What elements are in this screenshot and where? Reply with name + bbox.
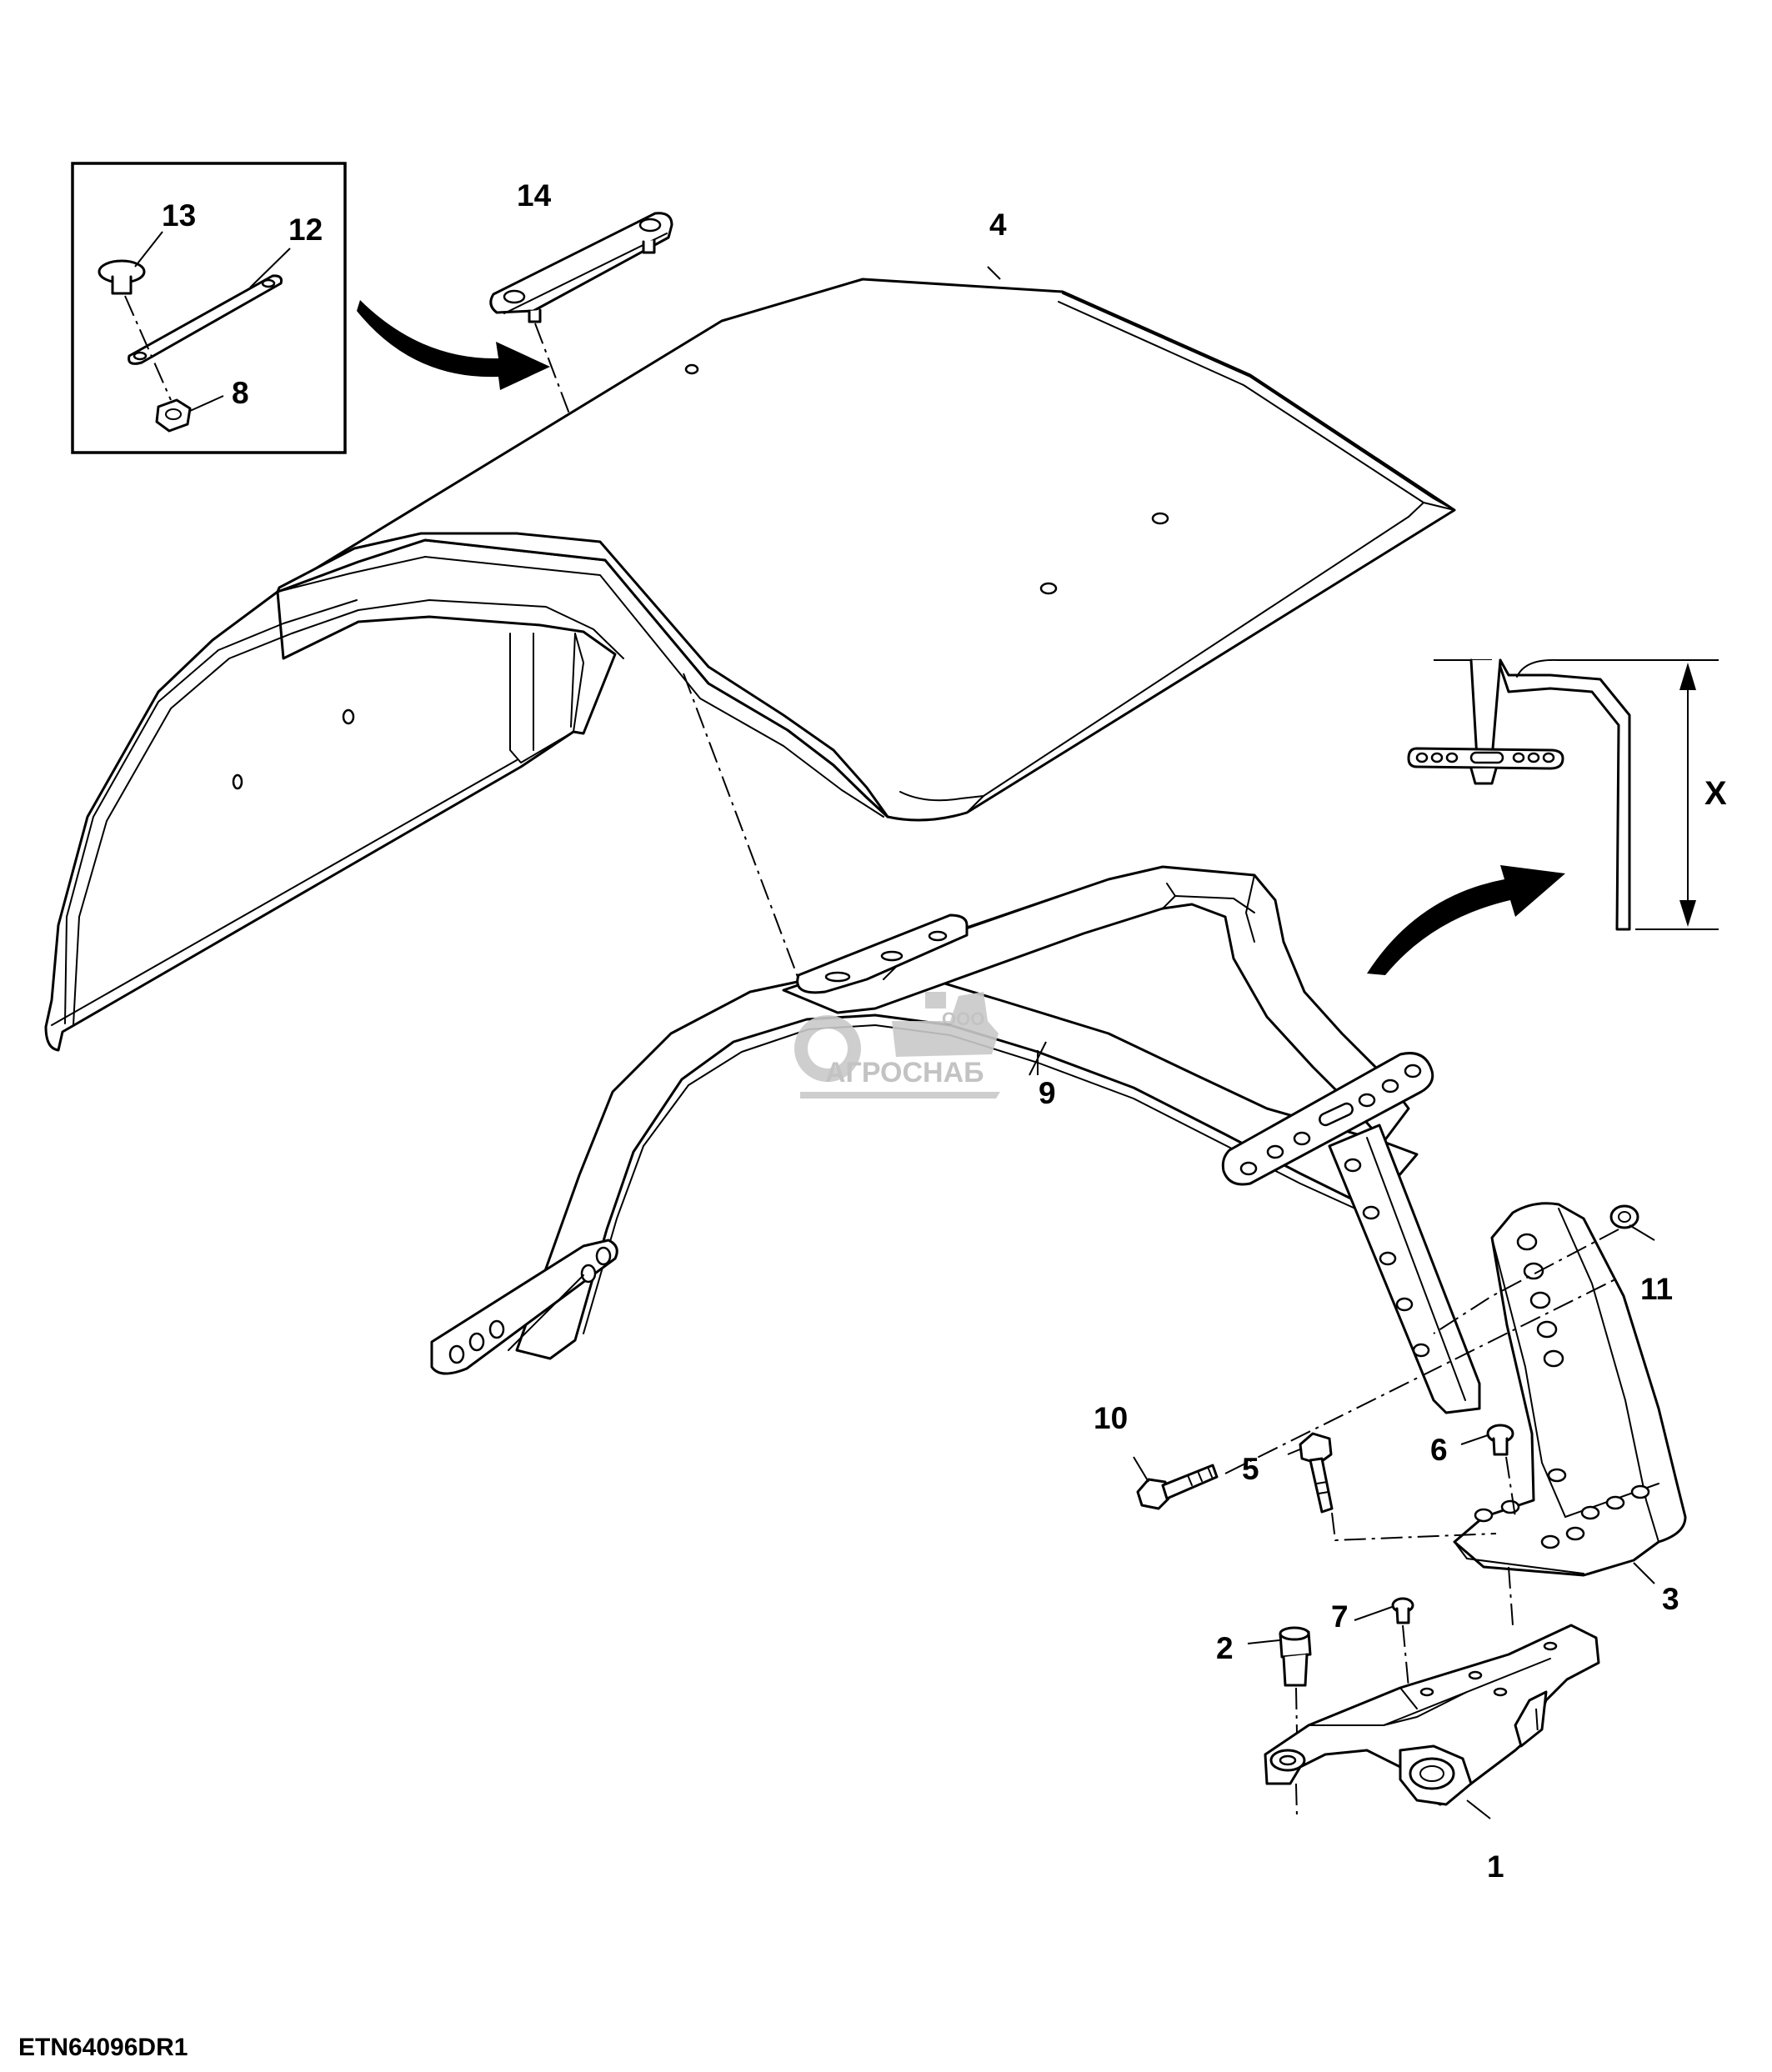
callout-6: 6 <box>1430 1433 1448 1467</box>
plug-7 <box>1391 1597 1414 1624</box>
callout-4: 4 <box>989 208 1007 242</box>
support-bracket-9 <box>430 865 1481 1414</box>
callout-3: 3 <box>1662 1582 1679 1616</box>
callout-12: 12 <box>288 213 323 247</box>
carriage-bolt-13 <box>98 259 146 295</box>
callout-11: 11 <box>1640 1272 1673 1306</box>
base-casting-1 <box>1264 1624 1600 1806</box>
strap-12 <box>128 274 283 365</box>
nut-8 <box>155 398 192 433</box>
callout-9: 9 <box>1039 1076 1056 1110</box>
callout-1: 1 <box>1487 1849 1504 1884</box>
bolt-5 <box>1299 1432 1334 1514</box>
arrow-to-detail-x <box>1367 865 1565 975</box>
mount-bracket-3 <box>1453 1202 1687 1577</box>
bolt-10 <box>1136 1464 1219 1510</box>
watermark-logo: ООО АГРОСНАБ <box>794 992 1000 1099</box>
watermark-name: АГРОСНАБ <box>825 1057 984 1089</box>
callout-7: 7 <box>1331 1599 1349 1634</box>
callout-10: 10 <box>1094 1401 1128 1435</box>
callout-5: 5 <box>1242 1452 1259 1486</box>
detail-x-view <box>1407 658 1719 931</box>
plug-6 <box>1486 1424 1514 1456</box>
callout-2: 2 <box>1216 1631 1234 1665</box>
watermark-small: ООО <box>942 1008 984 1029</box>
callout-14: 14 <box>517 178 552 213</box>
fender-panel-4 <box>44 278 1456 1052</box>
callout-13: 13 <box>162 198 196 233</box>
detail-inset <box>71 162 347 454</box>
cap-screw-2 <box>1279 1626 1312 1687</box>
callout-8: 8 <box>232 376 249 410</box>
top-strap-14 <box>489 212 673 443</box>
nut-11 <box>1609 1204 1639 1229</box>
arrow-inset-to-top <box>357 300 550 390</box>
callout-labels: 1 2 3 4 5 6 7 8 9 10 11 12 13 14 X <box>162 178 1727 1884</box>
figure-id: ETN64096DR1 <box>18 2034 188 2061</box>
dimension-label-x: X <box>1704 775 1727 812</box>
